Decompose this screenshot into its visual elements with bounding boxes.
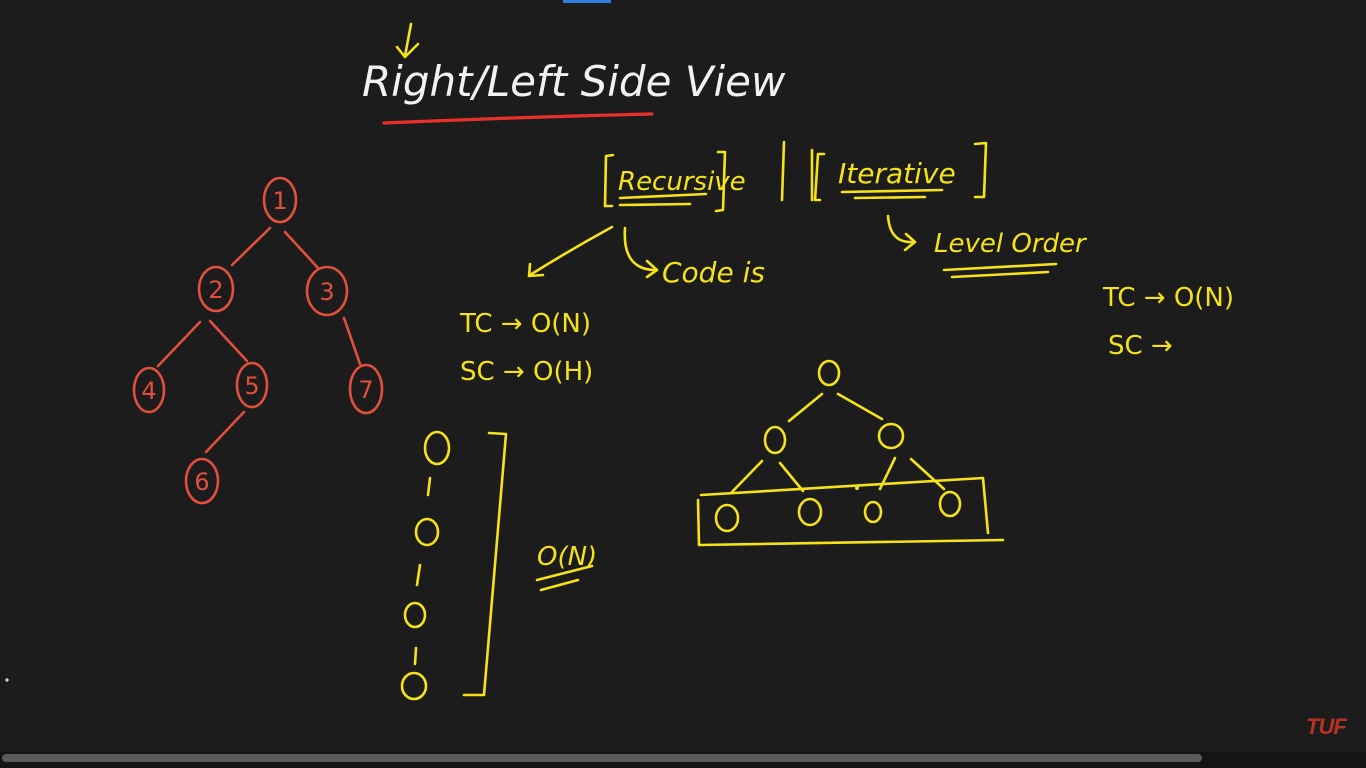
recursive-label: Recursive xyxy=(618,167,746,197)
tree-node-label: 2 xyxy=(208,276,223,304)
tree-node xyxy=(197,265,235,313)
code-note: Code is xyxy=(662,256,765,289)
red-binary-tree: 1 2 3 4 5 7 6 xyxy=(132,176,384,505)
level-tree-node xyxy=(938,490,962,518)
ink-dot xyxy=(5,678,9,682)
left-bracket xyxy=(603,153,615,208)
chain-edge xyxy=(413,646,418,666)
tree-node xyxy=(262,176,298,224)
title-group: Right/Left Side View xyxy=(362,22,786,125)
top-progress-indicator xyxy=(563,0,611,3)
section-separator xyxy=(780,140,814,202)
level-tree-node xyxy=(863,500,883,524)
tree-node-label: 3 xyxy=(319,278,334,306)
iterative-time-complexity: TC → O(N) xyxy=(1102,283,1234,313)
left-bracket xyxy=(813,152,826,202)
chain-node xyxy=(403,601,427,629)
level-tree-node xyxy=(877,422,905,450)
right-bracket xyxy=(714,150,727,213)
arrow-left-icon xyxy=(527,225,614,278)
tree-edge xyxy=(283,230,320,270)
chain-node xyxy=(423,430,451,466)
level-tree-edge xyxy=(787,392,824,423)
tree-node xyxy=(348,363,384,415)
ink-dot xyxy=(855,486,859,490)
chain-node xyxy=(400,671,428,701)
recursive-underline xyxy=(618,202,692,207)
level-order-note: Level Order xyxy=(934,229,1088,259)
level-order-underline xyxy=(942,262,1058,272)
iterative-section: Iterative Level Order TC → O(N) SC → xyxy=(696,141,1234,547)
separator-line xyxy=(780,140,786,202)
tree-node-label: 7 xyxy=(358,376,373,404)
tree-node xyxy=(235,361,269,409)
recursive-section: Recursive Code is TC → O(N) SC → O(H) O(… xyxy=(400,150,765,701)
tree-edge xyxy=(208,319,249,363)
tree-node-label: 1 xyxy=(272,187,287,215)
tree-edge xyxy=(156,320,202,368)
level-highlight-box xyxy=(696,476,1005,547)
chain-edge xyxy=(415,563,422,587)
tree-edge xyxy=(204,410,246,454)
level-tree-edge xyxy=(778,461,805,493)
level-tree-node xyxy=(763,425,787,455)
level-tree-edge xyxy=(909,457,946,491)
tree-node xyxy=(184,457,220,505)
tree-edge xyxy=(230,226,272,267)
chain-label-underline xyxy=(535,564,594,582)
iterative-label: Iterative xyxy=(838,157,956,190)
recursive-space-complexity: SC → O(H) xyxy=(460,357,593,387)
page-title: Right/Left Side View xyxy=(362,57,786,106)
chain-bracket xyxy=(462,431,508,697)
level-tree-edge xyxy=(730,459,764,494)
recursive-underline xyxy=(618,192,708,200)
right-bracket xyxy=(973,141,988,199)
chain-label-underline xyxy=(539,578,580,592)
title-arrow-icon xyxy=(395,22,420,59)
level-tree-node xyxy=(817,359,841,387)
arrow-curve-icon xyxy=(886,214,917,252)
level-tree-edge xyxy=(836,392,884,421)
iterative-space-complexity: SC → xyxy=(1108,331,1173,361)
title-underline xyxy=(382,112,654,125)
tree-node xyxy=(305,265,349,317)
chain-edge xyxy=(426,476,432,497)
level-tree-node xyxy=(797,497,823,527)
horizontal-scrollbar-thumb[interactable] xyxy=(2,754,1202,762)
iterative-underline xyxy=(853,195,927,200)
tree-node-label: 6 xyxy=(194,468,209,496)
tree-node xyxy=(132,366,166,414)
tree-node-label: 4 xyxy=(141,377,156,405)
tuf-watermark-logo: TUF xyxy=(1306,714,1347,739)
recursive-time-complexity: TC → O(N) xyxy=(459,309,591,339)
iterative-underline xyxy=(840,188,944,194)
chain-node xyxy=(414,517,440,547)
tree-node-label: 5 xyxy=(244,372,259,400)
arrow-curve-icon xyxy=(623,226,659,279)
level-tree-node xyxy=(714,503,740,533)
level-order-underline xyxy=(950,270,1050,279)
tree-edge xyxy=(342,316,362,366)
